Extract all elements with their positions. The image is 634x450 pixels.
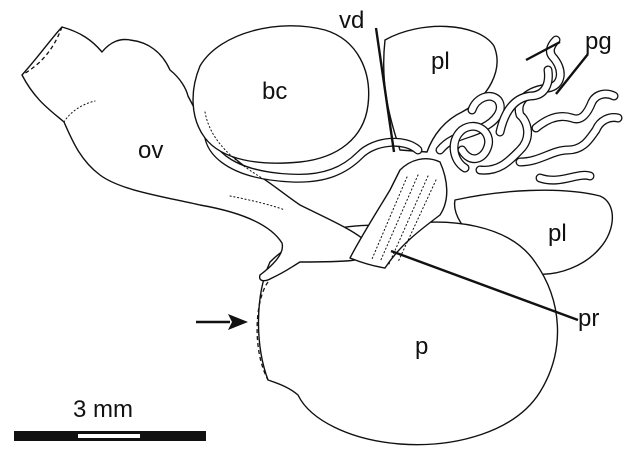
label-pl-upper: pl <box>431 48 450 75</box>
label-pg: pg <box>585 28 612 55</box>
label-ov: ov <box>138 137 163 164</box>
label-pl-lower: pl <box>548 220 567 247</box>
label-p: p <box>415 333 428 360</box>
label-bc: bc <box>262 78 287 105</box>
arrow-right-icon <box>196 314 248 330</box>
scale-bar-label: 3 mm <box>73 396 133 423</box>
scale-bar: 3 mm <box>14 396 206 441</box>
label-vd: vd <box>339 7 364 34</box>
label-pr: pr <box>578 305 599 332</box>
